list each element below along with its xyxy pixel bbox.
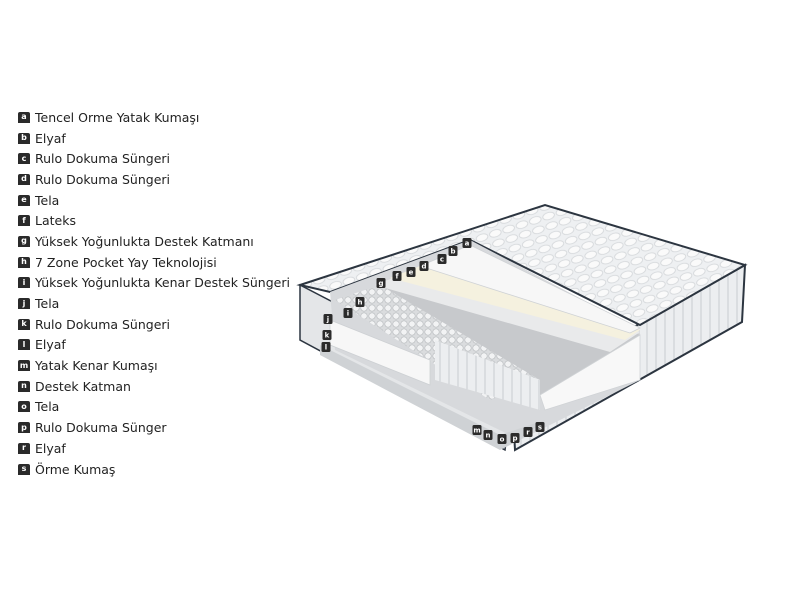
letter-badge-icon: m xyxy=(18,360,30,372)
marker-letter: l xyxy=(325,344,327,352)
legend-label: Tela xyxy=(35,399,60,415)
layer-marker-n: n xyxy=(483,430,493,440)
legend-label: Elyaf xyxy=(35,337,66,353)
letter-badge-icon: r xyxy=(18,442,30,454)
letter-badge-icon: c xyxy=(18,153,30,165)
legend-label: Yüksek Yoğunlukta Kenar Destek Süngeri xyxy=(35,275,290,291)
legend-label: Örme Kumaş xyxy=(35,461,116,477)
layer-marker-s: s xyxy=(535,422,545,432)
layer-marker-k: k xyxy=(322,330,332,340)
layer-marker-e: e xyxy=(406,267,416,277)
legend-label: Elyaf xyxy=(35,440,66,456)
layer-marker-l: l xyxy=(321,342,331,352)
marker-letter: c xyxy=(440,256,444,264)
layer-marker-m: m xyxy=(472,425,482,435)
legend-item: n Destek Katman xyxy=(18,376,290,397)
marker-letter: i xyxy=(347,310,349,318)
letter-badge-icon: j xyxy=(18,298,30,310)
marker-letter: a xyxy=(465,240,470,248)
legend-item: i Yüksek Yoğunlukta Kenar Destek Süngeri xyxy=(18,273,290,294)
layer-marker-r: r xyxy=(523,427,533,437)
legend-label: Yüksek Yoğunlukta Destek Katmanı xyxy=(35,233,254,249)
letter-badge-icon: g xyxy=(18,235,30,247)
marker-letter: k xyxy=(325,332,330,340)
legend-label: Tela xyxy=(35,192,60,208)
legend-item: b Elyaf xyxy=(18,128,290,149)
marker-letter: b xyxy=(450,248,455,256)
legend-label: Elyaf xyxy=(35,130,66,146)
legend-label: 7 Zone Pocket Yay Teknolojisi xyxy=(35,254,217,270)
marker-letter: o xyxy=(500,436,505,444)
layer-marker-d: d xyxy=(419,261,429,271)
legend-item: f Lateks xyxy=(18,210,290,231)
legend-item: p Rulo Dokuma Sünger xyxy=(18,417,290,438)
letter-badge-icon: f xyxy=(18,215,30,227)
letter-badge-icon: n xyxy=(18,380,30,392)
legend-item: e Tela xyxy=(18,190,290,211)
letter-badge-icon: o xyxy=(18,401,30,413)
legend-label: Yatak Kenar Kumaşı xyxy=(35,358,158,374)
layer-marker-h: h xyxy=(355,297,365,307)
letter-badge-icon: e xyxy=(18,194,30,206)
legend-item: c Rulo Dokuma Süngeri xyxy=(18,148,290,169)
legend-label: Rulo Dokuma Süngeri xyxy=(35,151,171,167)
legend-item: d Rulo Dokuma Süngeri xyxy=(18,169,290,190)
letter-badge-icon: i xyxy=(18,277,30,289)
legend-item: g Yüksek Yoğunlukta Destek Katmanı xyxy=(18,231,290,252)
layer-marker-f: f xyxy=(392,271,402,281)
layer-marker-o: o xyxy=(497,434,507,444)
legend-label: Destek Katman xyxy=(35,378,131,394)
letter-badge-icon: h xyxy=(18,256,30,268)
letter-badge-icon: d xyxy=(18,173,30,185)
legend-item: l Elyaf xyxy=(18,335,290,356)
legend-item: r Elyaf xyxy=(18,438,290,459)
legend-label: Tela xyxy=(35,296,60,312)
marker-letter: j xyxy=(326,316,329,324)
legend-item: m Yatak Kenar Kumaşı xyxy=(18,355,290,376)
letter-badge-icon: a xyxy=(18,111,30,123)
letter-badge-icon: b xyxy=(18,132,30,144)
legend-label: Rulo Dokuma Sünger xyxy=(35,420,167,436)
marker-letter: p xyxy=(512,435,517,443)
layer-edge-foam xyxy=(539,334,641,411)
legend-item: k Rulo Dokuma Süngeri xyxy=(18,314,290,335)
layer-marker-c: c xyxy=(437,254,447,264)
letter-badge-icon: l xyxy=(18,339,30,351)
letter-badge-icon: s xyxy=(18,463,30,475)
legend-item: s Örme Kumaş xyxy=(18,459,290,480)
legend-label: Lateks xyxy=(35,213,76,229)
legend-label: Rulo Dokuma Süngeri xyxy=(35,316,171,332)
marker-letter: h xyxy=(358,299,363,307)
pocket-springs-side xyxy=(435,340,540,410)
letter-badge-icon: p xyxy=(18,422,30,434)
legend-item: a Tencel Orme Yatak Kumaşı xyxy=(18,107,290,128)
letter-badge-icon: k xyxy=(18,318,30,330)
marker-letter: r xyxy=(526,429,530,437)
layer-marker-i: i xyxy=(343,308,353,318)
layer-marker-b: b xyxy=(448,246,458,256)
layer-marker-g: g xyxy=(376,278,386,288)
marker-letter: n xyxy=(486,432,491,440)
legend-label: Rulo Dokuma Süngeri xyxy=(35,171,171,187)
legend-label: Tencel Orme Yatak Kumaşı xyxy=(35,109,200,125)
legend-item: o Tela xyxy=(18,397,290,418)
marker-letter: d xyxy=(421,263,426,271)
marker-letter: g xyxy=(378,280,383,288)
layer-marker-j: j xyxy=(323,314,333,324)
marker-letter: s xyxy=(538,424,542,432)
layer-marker-p: p xyxy=(510,433,520,443)
marker-letter: e xyxy=(409,269,414,277)
marker-letter: m xyxy=(473,427,480,435)
legend-item: h 7 Zone Pocket Yay Teknolojisi xyxy=(18,252,290,273)
layer-marker-a: a xyxy=(462,238,472,248)
marker-letter: f xyxy=(395,273,399,281)
legend-item: j Tela xyxy=(18,293,290,314)
